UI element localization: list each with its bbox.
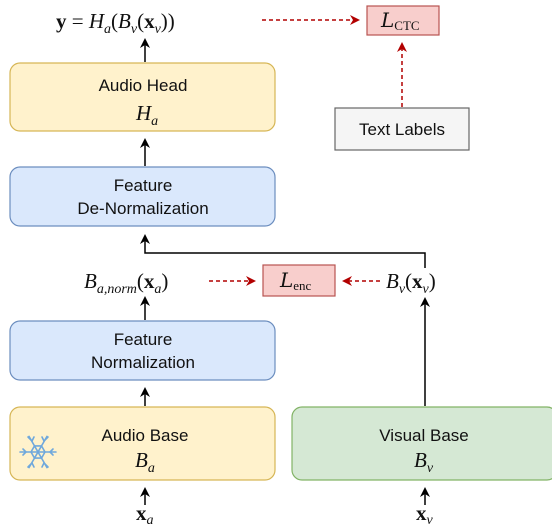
svg-text:Ba,norm(xa): Ba,norm(xa) xyxy=(84,269,168,297)
svg-text:Lenc: Lenc xyxy=(279,268,312,293)
input-a-label: xa xyxy=(136,501,154,525)
visual-base-title: Visual Base xyxy=(379,426,468,445)
output-open1: ( xyxy=(111,9,118,33)
feature-norm-line1: Feature xyxy=(114,330,173,349)
audio-base-box: Audio Base Ba xyxy=(9,406,276,481)
output-open2: ( xyxy=(137,9,144,33)
output-B: B xyxy=(118,9,131,33)
b-v-B: B xyxy=(386,269,399,293)
b-norm-open: ( xyxy=(137,269,144,293)
output-x: x xyxy=(144,9,155,33)
input-v-label: xv xyxy=(416,501,434,525)
b-norm-x-sub: a xyxy=(154,282,161,297)
visual-base-symbol: B xyxy=(414,448,427,472)
b-v-equation: Bv(xv) xyxy=(386,269,436,297)
feature-denorm-box: Feature De-Normalization xyxy=(9,166,276,227)
svg-text:Bv: Bv xyxy=(414,448,434,476)
b-v-x: x xyxy=(412,269,423,293)
audio-head-title: Audio Head xyxy=(99,76,188,95)
audio-head-box: Audio Head Ha xyxy=(9,62,276,132)
audio-head-symbol: H xyxy=(135,101,153,125)
feature-denorm-line1: Feature xyxy=(114,176,173,195)
svg-text:y = Ha(Bv(xv)): y = Ha(Bv(xv)) xyxy=(56,9,175,37)
input-a-x: x xyxy=(136,501,147,525)
input-v-x: x xyxy=(416,501,427,525)
bv-to-denorm-connector xyxy=(140,234,426,268)
output-x-sub: v xyxy=(155,22,162,37)
audio-base-symbol: B xyxy=(135,448,148,472)
b-norm-sub: a,norm xyxy=(97,282,137,297)
loss-ctc-box: LCTC xyxy=(366,5,440,36)
output-y: y xyxy=(56,9,67,33)
loss-ctc-symbol: L xyxy=(380,8,394,32)
b-v-close: ) xyxy=(429,269,436,293)
b-v-x-sub: v xyxy=(423,282,430,297)
b-v-open: ( xyxy=(405,269,412,293)
b-norm-B: B xyxy=(84,269,97,293)
output-H-sub: a xyxy=(104,22,111,37)
visual-base-symbol-sub: v xyxy=(427,461,434,476)
input-v-sub: v xyxy=(427,513,434,525)
loss-ctc-sub: CTC xyxy=(394,18,419,33)
audio-base-title: Audio Base xyxy=(102,426,189,445)
output-B-sub: v xyxy=(131,22,138,37)
audio-head-symbol-sub: a xyxy=(151,114,158,129)
svg-text:Ha: Ha xyxy=(135,101,158,129)
b-v-sub: v xyxy=(399,282,406,297)
b-norm-equation: Ba,norm(xa) xyxy=(84,269,168,297)
audio-base-symbol-sub: a xyxy=(148,461,155,476)
output-equals: = xyxy=(67,9,89,33)
output-H: H xyxy=(88,9,106,33)
text-labels-box: Text Labels xyxy=(334,107,470,151)
feature-norm-line2: Normalization xyxy=(91,353,195,372)
svg-text:LCTC: LCTC xyxy=(380,8,420,33)
text-labels-label: Text Labels xyxy=(359,120,445,139)
output-close: )) xyxy=(161,9,175,33)
b-norm-x: x xyxy=(144,269,155,293)
feature-denorm-line2: De-Normalization xyxy=(77,199,208,218)
input-a-sub: a xyxy=(147,513,154,525)
loss-enc-symbol: L xyxy=(279,268,293,292)
visual-base-box: Visual Base Bv xyxy=(291,406,552,481)
output-equation: y = Ha(Bv(xv)) xyxy=(56,9,175,37)
b-norm-close: ) xyxy=(161,269,168,293)
feature-norm-box: Feature Normalization xyxy=(9,320,276,381)
loss-enc-sub: enc xyxy=(293,278,311,293)
loss-enc-box: Lenc xyxy=(262,264,336,297)
snowflake-icon xyxy=(19,435,57,469)
svg-text:Bv(xv): Bv(xv) xyxy=(386,269,436,297)
svg-text:Ba: Ba xyxy=(135,448,155,476)
